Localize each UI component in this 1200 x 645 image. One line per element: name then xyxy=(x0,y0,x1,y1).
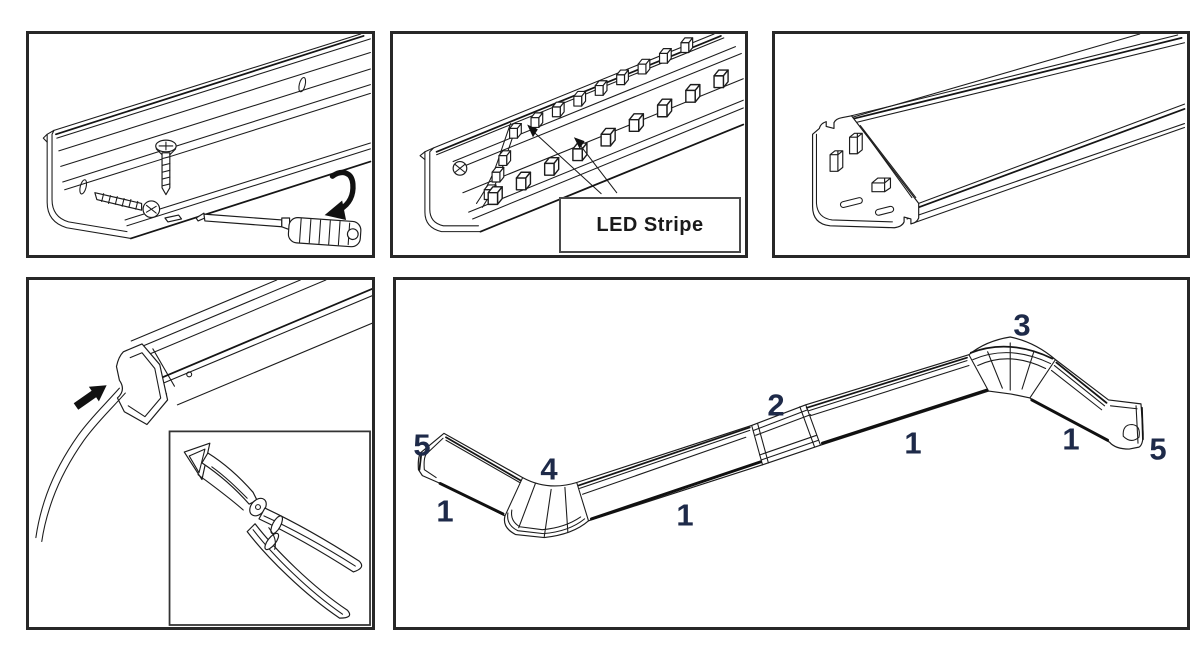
led-stripe-label: LED Stripe xyxy=(596,213,704,236)
inside-corner-connector xyxy=(504,477,590,538)
part-label-straight-connector: 2 xyxy=(767,387,785,423)
outside-corner-connector xyxy=(968,342,1056,399)
rotation-arrow-icon xyxy=(324,169,356,220)
part-label-segment-left: 1 xyxy=(436,493,454,529)
assembled-profile-drawing xyxy=(417,336,1144,539)
end-cap-right xyxy=(1109,405,1144,444)
end-cap-drawing xyxy=(35,280,372,626)
step-panel-mount-profile xyxy=(26,31,375,258)
assembly-outline xyxy=(417,336,1144,539)
straight-connector xyxy=(751,404,822,466)
cover-lines xyxy=(445,360,1106,495)
led-stripe-drawing xyxy=(419,34,745,233)
pliers-inset-panel xyxy=(168,430,371,626)
part-label-segment-far-right: 1 xyxy=(1062,421,1080,457)
screwdriver xyxy=(195,212,362,248)
pliers xyxy=(183,442,363,619)
covered-profile-drawing xyxy=(811,34,1186,229)
step-panel-led-stripe: LED Stripe xyxy=(390,31,748,258)
part-label-outside-corner: 3 xyxy=(1013,307,1031,343)
callout-arrows xyxy=(527,124,618,195)
covered-profile xyxy=(811,34,1186,229)
led-chips-inside xyxy=(829,132,895,216)
corner-profile xyxy=(42,34,372,240)
step-panel-end-cap xyxy=(26,277,375,630)
end-cap xyxy=(115,343,169,426)
part-label-end-cap-left: 5 xyxy=(413,427,431,463)
screw-angled xyxy=(94,192,161,219)
mount-profile-drawing xyxy=(42,34,372,248)
end-cap-left xyxy=(418,437,444,479)
led-row-front xyxy=(487,69,729,206)
insert-arrow-icon xyxy=(73,385,107,410)
led-row-back xyxy=(509,37,694,139)
profile-end xyxy=(130,280,372,406)
part-label-segment-middle: 1 xyxy=(676,497,694,533)
assembly-overview-panel: 5 1 4 1 2 1 3 1 5 xyxy=(393,277,1190,630)
part-label-segment-right: 1 xyxy=(904,425,922,461)
part-label-inside-corner: 4 xyxy=(540,451,558,487)
step-panel-cover xyxy=(772,31,1190,258)
screw-vertical xyxy=(155,139,177,196)
power-cable xyxy=(35,387,126,543)
led-stripe-label-box: LED Stripe xyxy=(559,197,741,253)
part-label-end-cap-right: 5 xyxy=(1149,431,1167,467)
shadow-edges xyxy=(438,356,1110,521)
